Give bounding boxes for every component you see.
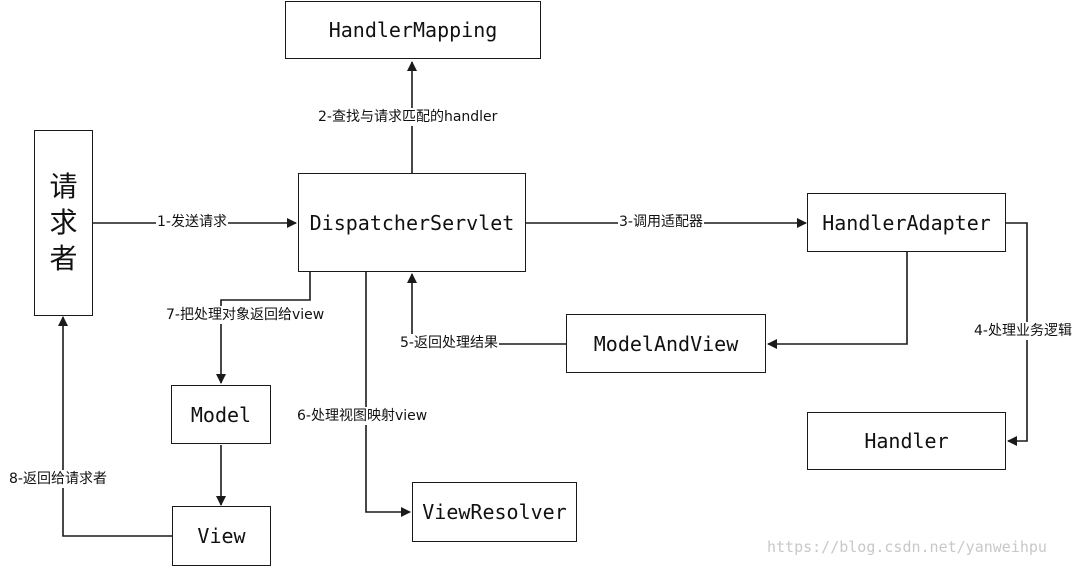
model-box: Model bbox=[171, 385, 271, 444]
requester-char-3: 者 bbox=[49, 242, 78, 275]
edge-label-1: 1-发送请求 bbox=[156, 213, 228, 231]
edge-label-3: 3-调用适配器 bbox=[618, 213, 704, 231]
view-box: View bbox=[172, 506, 271, 566]
edge-label-8: 8-返回给请求者 bbox=[8, 470, 108, 488]
edge-6-view-mapping bbox=[365, 272, 411, 517]
edge-label-4: 4-处理业务逻辑 bbox=[973, 322, 1073, 340]
edge-adapter-to-modelandview bbox=[767, 252, 908, 349]
edge-label-2: 2-查找与请求匹配的handler bbox=[317, 108, 499, 126]
dispatcher-servlet-box: DispatcherServlet bbox=[298, 173, 526, 272]
requester-char-2: 求 bbox=[49, 206, 78, 239]
handler-mapping-box: HandlerMapping bbox=[285, 1, 541, 59]
view-resolver-box: ViewResolver bbox=[412, 482, 577, 542]
edge-8-return-to-requester bbox=[58, 316, 172, 537]
model-and-view-box: ModelAndView bbox=[566, 314, 766, 373]
edge-label-5: 5-返回处理结果 bbox=[399, 334, 499, 352]
watermark-url: https://blog.csdn.net/yanweihpu bbox=[767, 538, 1047, 556]
edge-label-7: 7-把处理对象返回给view bbox=[165, 306, 326, 324]
edge-7-return-to-view bbox=[216, 272, 311, 384]
requester-char-1: 请 bbox=[49, 170, 78, 203]
handler-box: Handler bbox=[807, 412, 1006, 470]
handler-adapter-box: HandlerAdapter bbox=[807, 193, 1006, 252]
edge-label-6: 6-处理视图映射view bbox=[296, 407, 429, 425]
requester-box: 请 求 者 bbox=[34, 130, 93, 316]
